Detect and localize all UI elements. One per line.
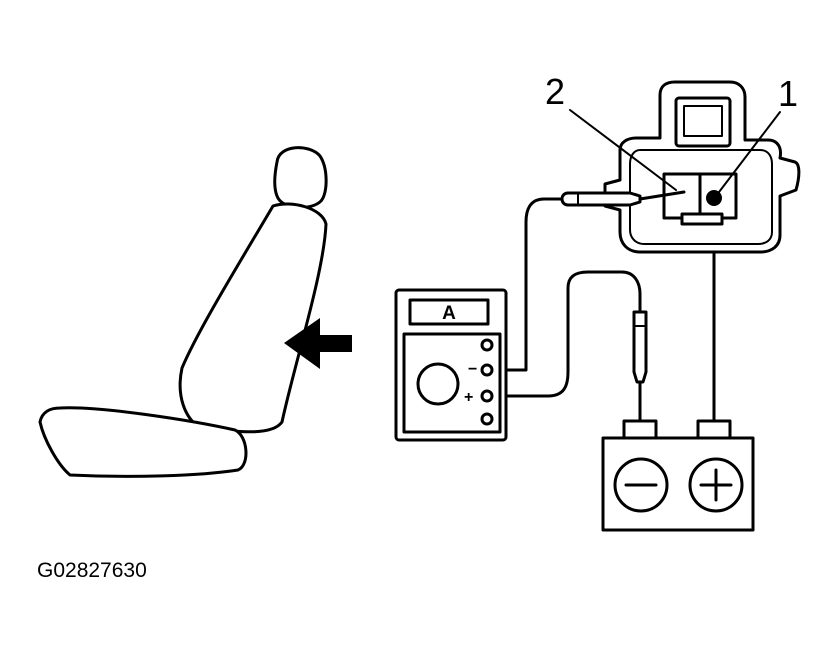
multimeter-icon: A − + xyxy=(394,288,508,442)
multimeter-display xyxy=(408,298,490,326)
seat-cushion xyxy=(38,406,248,478)
plus-terminal-label: + xyxy=(464,389,473,406)
multimeter-dial xyxy=(416,362,460,406)
seat-headrest xyxy=(273,146,328,210)
figure-id: G02827630 xyxy=(37,559,147,582)
minus-terminal-label: − xyxy=(468,361,477,378)
multimeter-display-label: A xyxy=(442,303,456,324)
connector-body xyxy=(603,80,801,254)
battery-post-positive xyxy=(696,419,732,441)
callout-2: 2 xyxy=(545,71,677,191)
battery-post-negative xyxy=(622,419,658,441)
connector-probe xyxy=(560,191,642,207)
terminal-jack xyxy=(480,412,494,426)
terminal-jack xyxy=(480,338,494,352)
battery-probe xyxy=(632,310,648,384)
seat-back xyxy=(178,202,328,434)
terminal-jack-plus xyxy=(480,389,494,403)
connector-icon xyxy=(560,80,801,254)
callout-1: 1 xyxy=(715,73,798,197)
battery-icon xyxy=(601,419,755,532)
arrow-left-icon xyxy=(284,318,352,369)
lead-positive xyxy=(488,270,642,398)
callout-1-label: 1 xyxy=(778,73,798,114)
lead-negative xyxy=(488,197,570,372)
seat-icon xyxy=(38,146,328,478)
terminal-jack-minus xyxy=(480,363,494,377)
callout-2-label: 2 xyxy=(545,71,565,112)
